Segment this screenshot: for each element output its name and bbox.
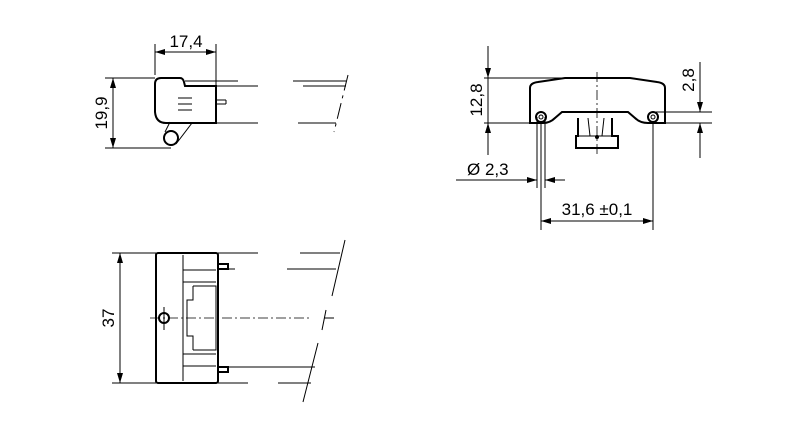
dim-side-height: 12,8: [467, 83, 486, 116]
dim-hole-spacing: 31,6 ±0,1: [562, 200, 633, 219]
dim-top-width: 17,4: [169, 32, 202, 51]
dim-hole-diameter: Ø 2,3: [467, 160, 509, 179]
dim-top-height: 19,9: [92, 96, 111, 129]
side-view: 12,8 2,8 Ø 2,3 31,6 ±0,1: [456, 46, 712, 230]
dim-front-height: 37: [99, 309, 118, 328]
front-view: 37: [99, 239, 346, 403]
dim-side-offset: 2,8: [679, 68, 698, 92]
top-view: 17,4 19,9: [92, 32, 349, 149]
